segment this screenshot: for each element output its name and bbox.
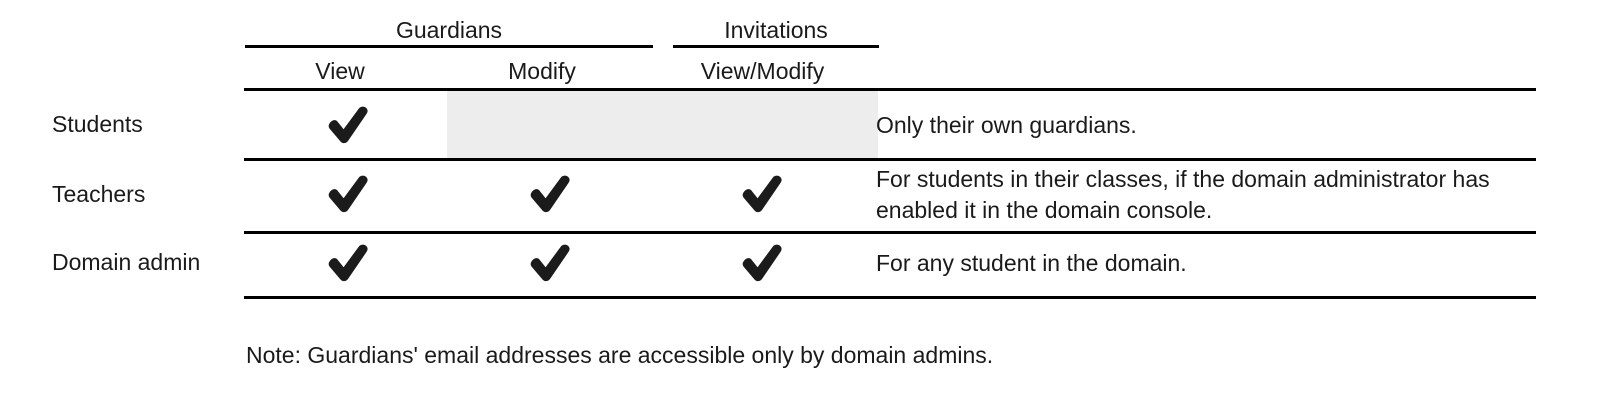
- cell-domain-admin-description: For any student in the domain.: [876, 250, 1187, 276]
- cell-teachers-description: For students in their classes, if the do…: [876, 166, 1490, 223]
- check-mark-icon: [739, 243, 785, 283]
- table-header-rule: [244, 88, 1536, 91]
- check-mark-icon: [325, 105, 371, 145]
- cell-students-disabled-shading: [447, 91, 878, 159]
- cell-students-description: Only their own guardians.: [876, 112, 1137, 138]
- group-header-guardians: Guardians: [395, 17, 503, 43]
- column-header-guardians-view: View: [315, 58, 365, 84]
- check-mark-icon: [325, 174, 371, 214]
- column-header-guardians-modify: Modify: [508, 58, 576, 84]
- table-note: Note: Guardians' email addresses are acc…: [246, 342, 994, 368]
- group-rule-invitations: [673, 45, 879, 48]
- row-rule-after-students: [244, 158, 1536, 161]
- table-bottom-rule: [244, 296, 1536, 299]
- row-label-teachers: Teachers: [52, 181, 146, 207]
- check-mark-icon: [527, 243, 573, 283]
- column-header-invitations-view-modify: View/Modify: [700, 58, 825, 84]
- row-label-domain-admin: Domain admin: [52, 249, 201, 275]
- check-mark-icon: [739, 174, 785, 214]
- check-mark-icon: [325, 243, 371, 283]
- check-mark-icon: [527, 174, 573, 214]
- row-rule-after-teachers: [244, 231, 1536, 234]
- group-header-invitations: Invitations: [724, 17, 828, 43]
- group-rule-guardians: [245, 45, 653, 48]
- row-label-students: Students: [52, 111, 143, 137]
